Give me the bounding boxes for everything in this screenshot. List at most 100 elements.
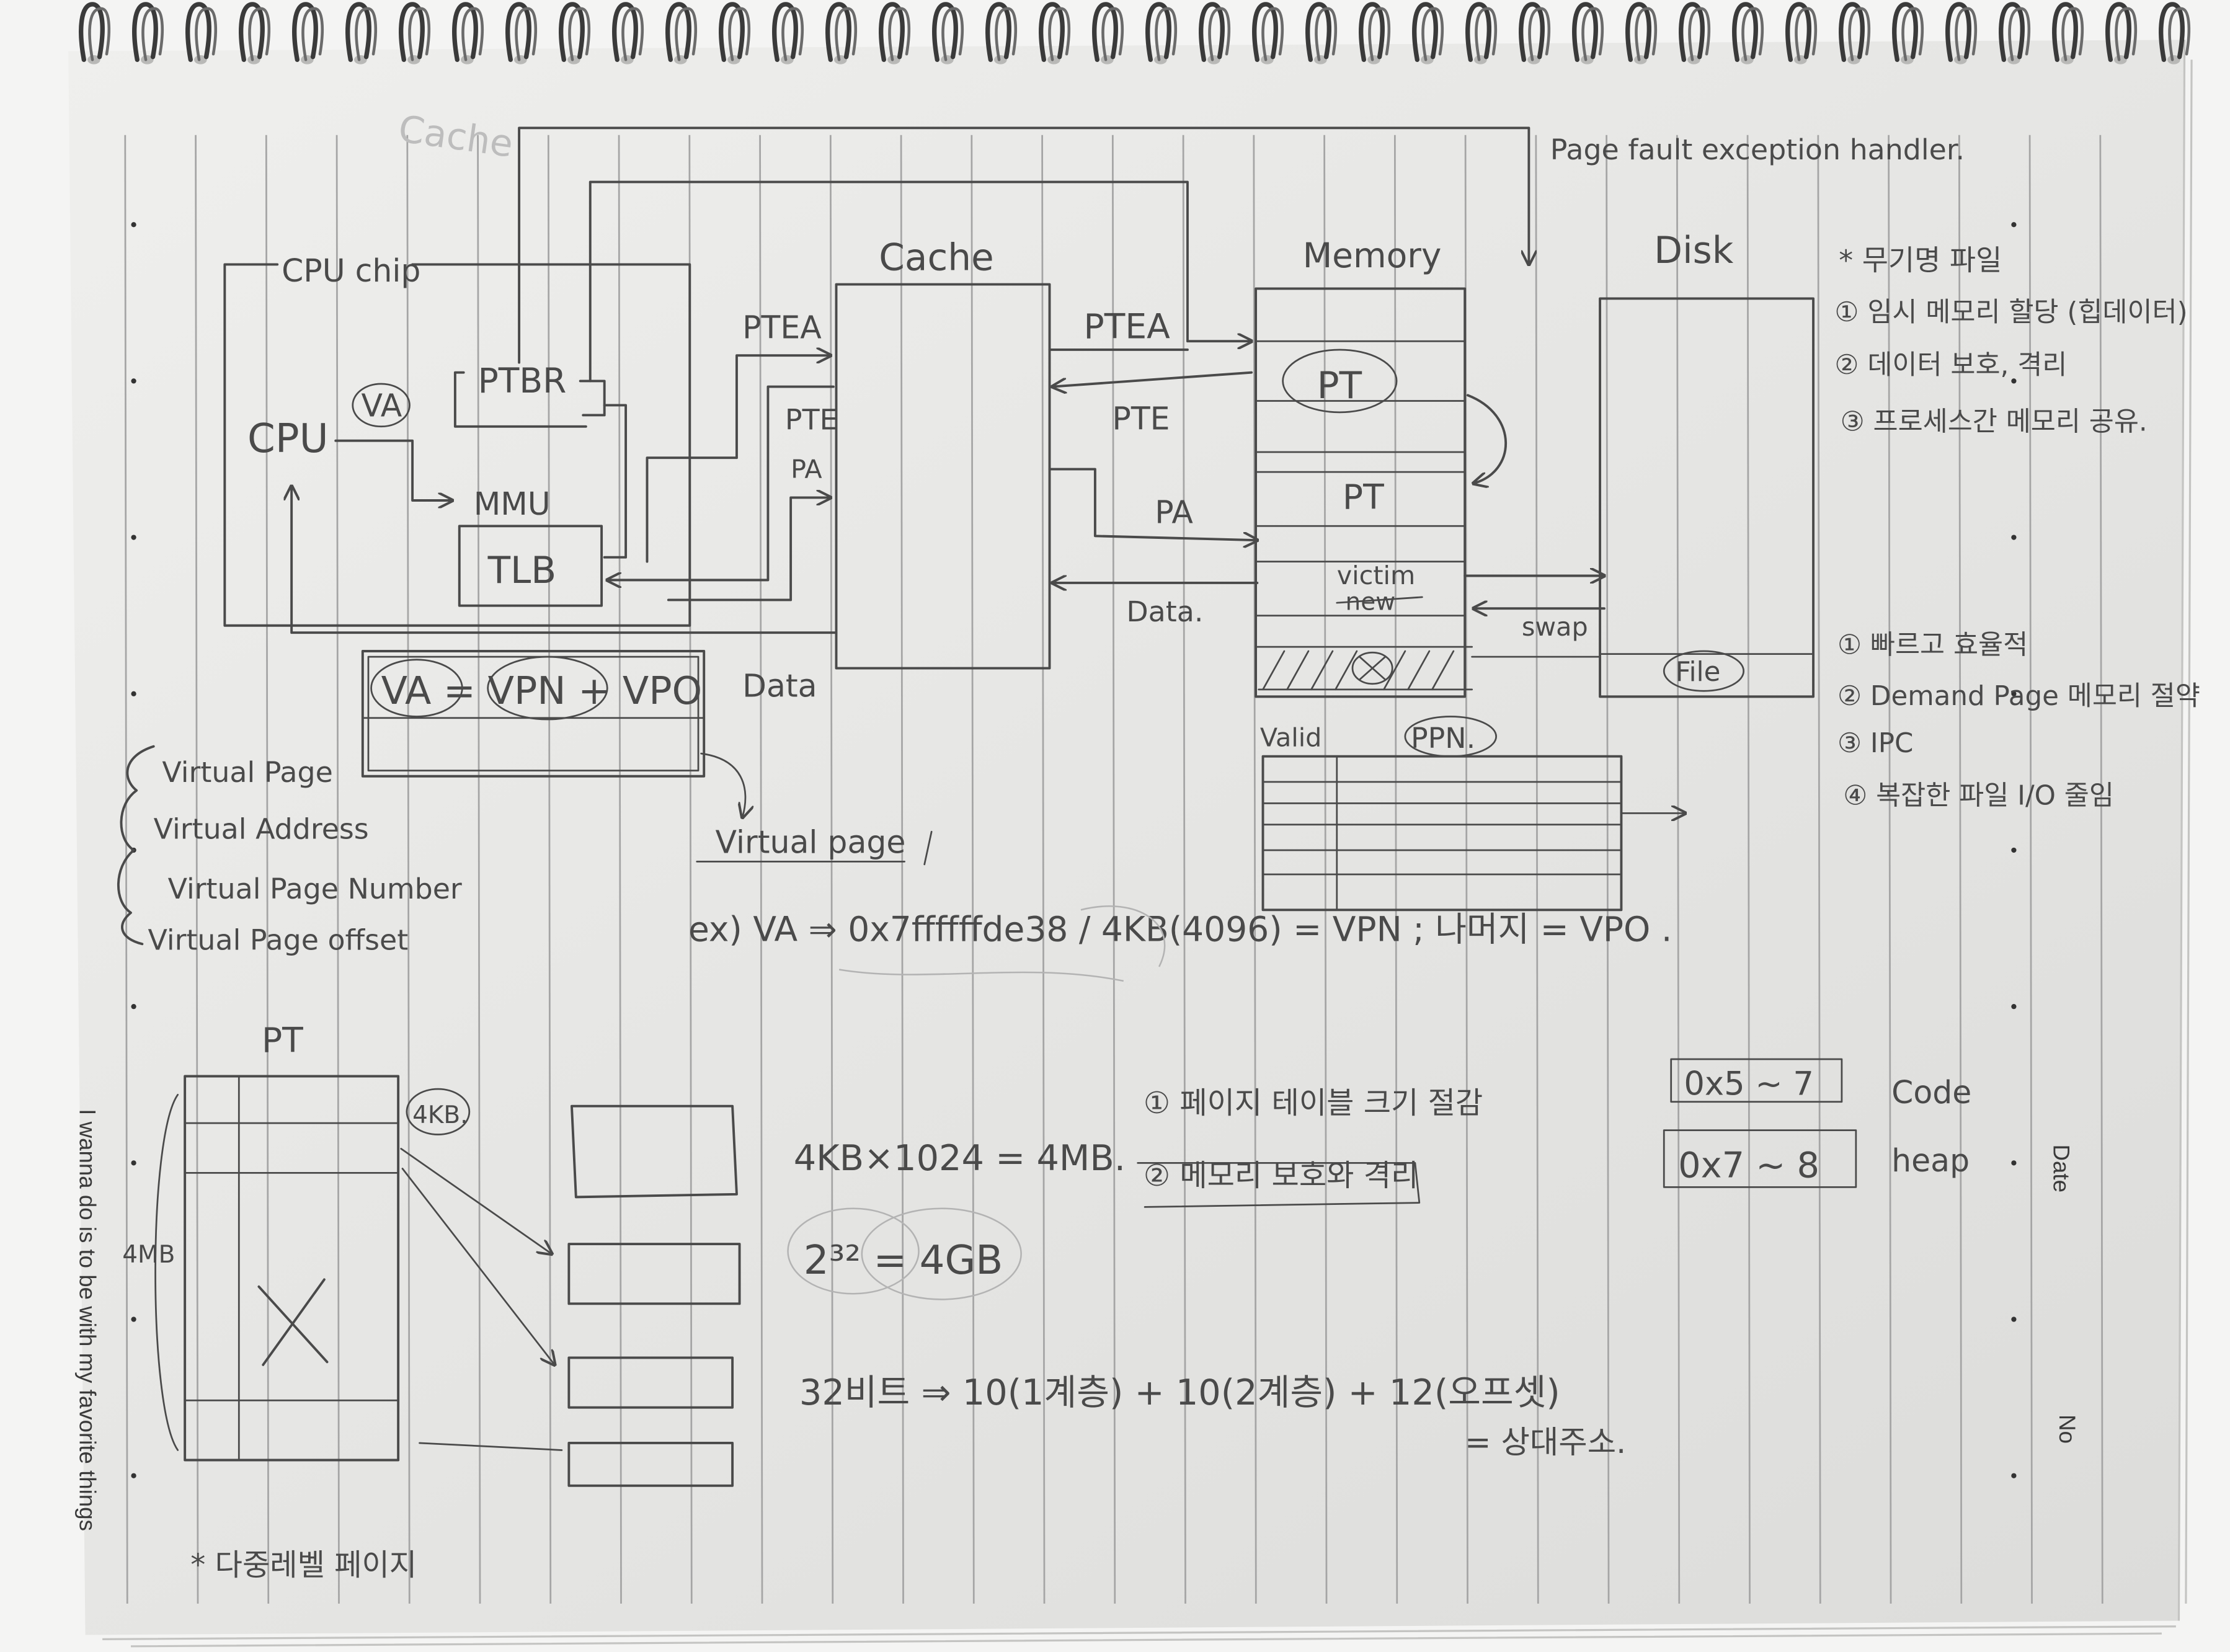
ruled-line [1535,135,1539,1604]
margin-dot [2011,378,2017,384]
va-circle [352,383,411,428]
file-label: File [1676,657,1721,688]
address-space-circle [861,1207,1022,1300]
pt-sketch-brace [154,1093,179,1451]
ruled-line [1676,135,1681,1604]
glossary: Virtual Page Virtual Address Virtual Pag… [117,745,462,956]
multilevel-benefit-item: ① 페이지 테이블 크기 절감 [1144,1086,1483,1121]
spiral-ring [1688,7,1711,61]
spiral-ring [248,7,271,61]
glossary-item: Virtual Page [162,755,332,789]
cpu-chip: CPU chip CPU VA PTBR MMU TLB PTEA PTE PA [223,252,838,634]
spiral-ring [1359,2,1385,62]
benefits-list: ① 빠르고 효율적 ② Demand Page 메모리 절약 ③ IPC ④ 복… [1837,630,2200,812]
margin-dot [2011,1473,2017,1478]
spiral-ring [301,7,324,61]
example-scribble [838,905,1166,982]
valid-label: Valid [1260,723,1322,753]
mmu-label: MMU [474,486,551,522]
pte-right-arrow [1052,371,1253,387]
spiral-ring [1039,2,1065,62]
spiral-ring [719,2,745,62]
spiral-binding [79,2,2191,64]
spiral-ring [2159,2,2185,62]
spiral-ring [239,2,265,62]
ruled-line [900,135,904,1604]
page-fault-handler-label: Page fault exception handler. [1550,133,1965,166]
spiral-ring [665,2,691,62]
page-table-rows [1262,781,1622,876]
pt-table-size-label: 4MB [122,1241,175,1269]
ruled-line [124,135,128,1604]
relative-address-note: = 상대주소. [1465,1424,1626,1460]
spiral-ring [1475,7,1498,61]
pa-right-arrow [1048,468,1258,541]
segment-range: 0x7 ~ 8 [1678,1144,1819,1186]
benefit-outline [1137,1161,1421,1208]
pte-left-label: PTE [785,402,838,436]
spiral-ring [985,2,1011,62]
spiral-ring [1368,7,1391,61]
pt-page-size-label: 4KB. [412,1101,468,1129]
disk-file-rows [1599,653,1815,698]
va-term-circle [370,659,463,717]
segment-range-box [1670,1058,1843,1103]
ptbr-box [453,371,606,428]
page-table-box [1261,755,1623,912]
spiral-ring [1199,2,1225,62]
spiral-ring [1839,2,1865,62]
ruled-line [1746,135,1751,1604]
spiral-ring [772,2,798,62]
spiral-ring [2008,7,2031,61]
cache-block: Cache PTEA PTE PA Data. [835,237,1258,670]
spiral-ring [1848,7,1871,61]
cpu-chip-title: CPU chip [282,252,420,289]
notebook-page [68,40,2185,1635]
spiral-ring [612,2,638,62]
table-size-calc: 4KB×1024 = 4MB. [794,1137,1126,1179]
va-label: VA [362,388,402,424]
spiral-ring [1625,2,1651,62]
glossary-item: Virtual Page Number [168,872,462,905]
spiral-ring [1892,2,1918,62]
file-circle [1663,650,1745,692]
spiral-ring [292,2,318,62]
ruled-line [1817,135,1821,1604]
ruled-line [195,135,199,1604]
ruled-line [1253,135,1257,1604]
anon-file-item: ② 데이터 보호, 격리 [1834,350,2067,381]
spiral-ring [781,7,804,61]
pt-sketch-label: PT [262,1021,303,1060]
benefit-item: ① 빠르고 효율적 [1837,630,2028,661]
spiral-ring [1305,2,1331,62]
spiral-ring [132,2,158,62]
ptbr-to-memory-path [589,180,1251,383]
anon-file-notes: * 무기명 파일 ① 임시 메모리 할당 (힙데이터) ② 데이터 보호, 격리… [1834,244,2187,438]
spiral-ring [1092,2,1118,62]
ruled-line [1606,135,1610,1604]
spiral-ring [1955,7,1978,61]
pt-top-label: PT [1317,365,1362,407]
disk-block: Disk File [1599,229,1815,698]
calculations: 4KB×1024 = 4MB. 2³² = 4GB 32비트 ⇒ 10(1계층)… [787,1137,1626,1460]
margin-dot [2011,847,2017,853]
ppn-label: PPN. [1411,721,1475,755]
spiral-ring [1101,7,1124,61]
spiral-ring [1901,7,1924,61]
anon-file-title: * 무기명 파일 [1839,244,2002,277]
ruled-line [2099,135,2103,1604]
page-fault-path [518,127,1529,364]
ruled-line [406,135,411,1604]
margin-dot [2011,691,2017,696]
cpu-chip-box [223,263,691,627]
example-calculation: ex) VA ⇒ 0x7ffffffde38 / 4KB(4096) = VPN… [688,910,1672,949]
memory-box [1255,287,1467,698]
pt-page-size-circle [406,1088,471,1135]
ruled-line [1958,135,1963,1604]
spiral-ring [879,2,905,62]
segment-name: heap [1891,1142,1970,1179]
ptbr-label: PTBR [478,361,567,401]
pt-bottom-label: PT [1343,477,1384,517]
victim-label: victim [1337,561,1415,590]
